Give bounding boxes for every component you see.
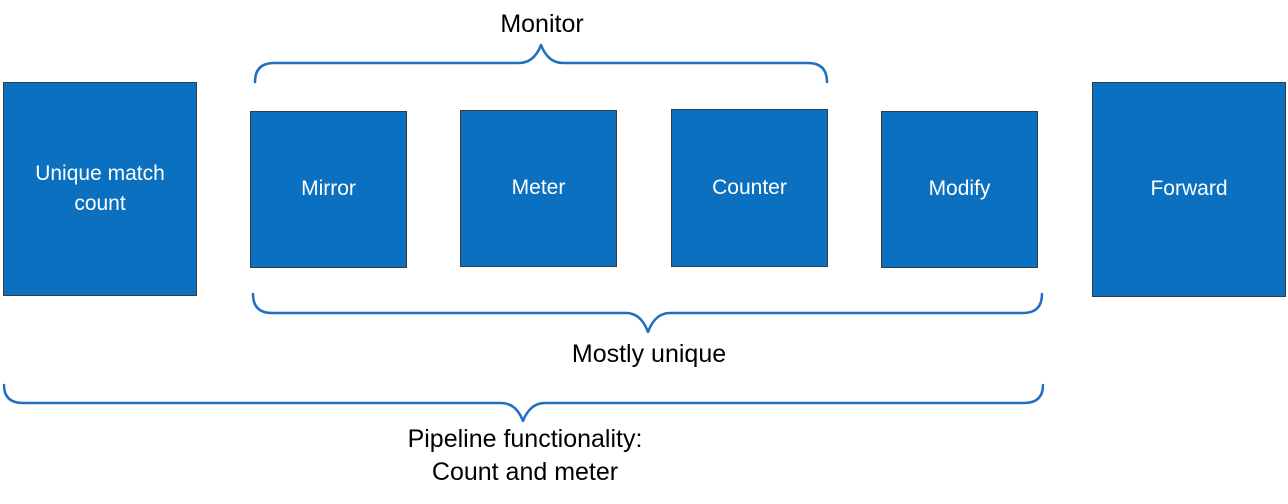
- box-counter-label: Counter: [712, 175, 787, 199]
- box-unique-match-count: Unique match count: [3, 82, 197, 296]
- box-mirror-label: Mirror: [301, 177, 356, 201]
- box-forward-label: Forward: [1150, 177, 1228, 201]
- box-unique-match-count-label: Unique match count: [35, 161, 165, 215]
- box-mirror: Mirror: [250, 111, 407, 268]
- monitor-label: Monitor: [500, 10, 584, 38]
- pipeline-brace: [2, 383, 1045, 423]
- box-meter-label: Meter: [511, 176, 566, 200]
- box-forward: Forward: [1092, 82, 1286, 297]
- pipeline-functionality-label-line2: Count and meter: [431, 458, 619, 486]
- box-counter: Counter: [671, 109, 828, 267]
- monitor-brace: [253, 43, 829, 84]
- mostly-unique-label: Mostly unique: [571, 340, 727, 368]
- mostly-unique-brace: [251, 292, 1044, 334]
- box-modify: Modify: [881, 111, 1038, 268]
- box-meter: Meter: [460, 110, 617, 267]
- pipeline-functionality-label: Pipeline functionality: Count and meter: [408, 423, 643, 489]
- box-modify-label: Modify: [928, 177, 991, 201]
- pipeline-functionality-label-line1: Pipeline functionality:: [407, 425, 643, 453]
